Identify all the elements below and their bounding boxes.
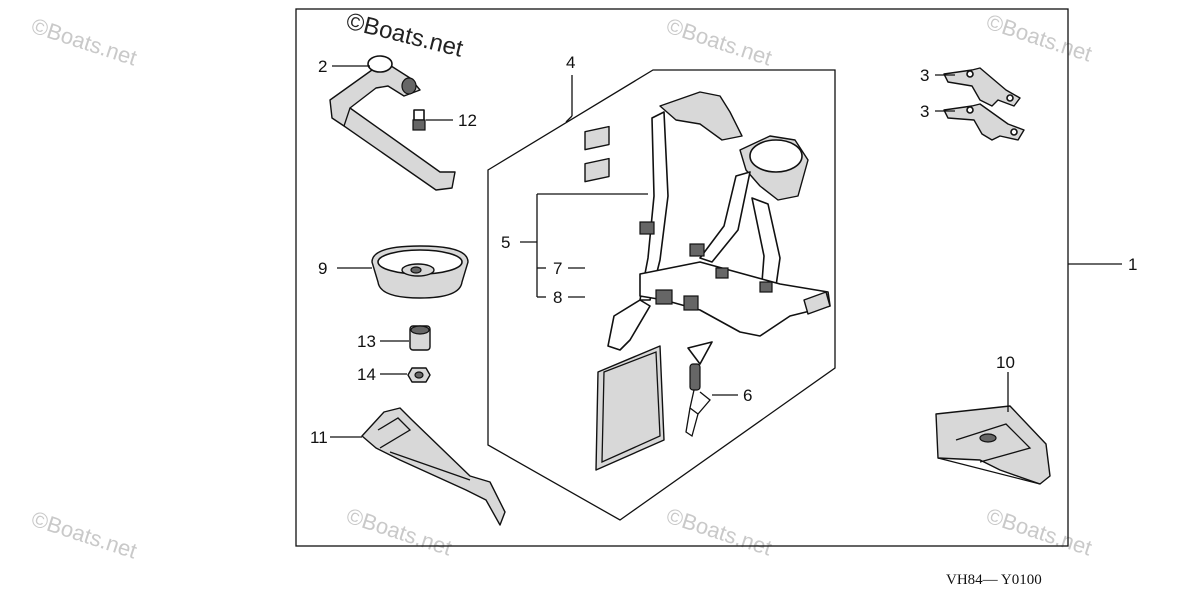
- main-watermark: ©Boats.net: [344, 8, 466, 63]
- svg-text:©Boats.net: ©Boats.net: [343, 503, 455, 561]
- callout-4: 4: [566, 53, 575, 72]
- drawing-code: VH84— Y0100: [946, 572, 1042, 588]
- svg-text:©Boats.net: ©Boats.net: [663, 13, 775, 71]
- svg-text:©Boats.net: ©Boats.net: [983, 503, 1095, 561]
- label-a-part: [584, 125, 610, 151]
- leader-4-tick: [565, 115, 573, 123]
- nut-part: [407, 367, 431, 383]
- callout-14: 14: [357, 365, 376, 384]
- callout-7: 7: [553, 259, 562, 278]
- svg-text:©Boats.net: ©Boats.net: [28, 506, 140, 564]
- callout-11: 11: [310, 428, 328, 447]
- hip-pad-part: [935, 405, 1051, 485]
- callout-12: 12: [458, 111, 477, 130]
- label-b-part: [584, 157, 610, 183]
- svg-text:©Boats.net: ©Boats.net: [663, 503, 775, 561]
- callout-13: 13: [357, 332, 376, 351]
- svg-text:©Boats.net: ©Boats.net: [983, 9, 1095, 67]
- strap-set-bracket: [520, 193, 648, 298]
- watermark-layer: ©Boats.net ©Boats.net ©Boats.net ©Boats.…: [28, 9, 1095, 564]
- callout-10: 10: [996, 353, 1015, 372]
- collar-nut-part: [409, 325, 431, 351]
- callout-1: 1: [1128, 255, 1137, 274]
- callout-2: 2: [318, 57, 327, 76]
- callout-5: 5: [501, 233, 510, 252]
- callout-9: 9: [318, 259, 327, 278]
- callout-3a: 3: [920, 66, 929, 85]
- callout-6: 6: [743, 386, 752, 405]
- shoulder-harness-part: [595, 91, 831, 471]
- wrench-handle-part: [329, 55, 456, 191]
- callout-8: 8: [553, 288, 562, 307]
- screw-part: [412, 109, 426, 131]
- kit-frame: [295, 8, 1069, 547]
- harness-box: [487, 69, 836, 521]
- strap-clip-part-2: [943, 103, 1025, 141]
- callout-3b: 3: [920, 102, 929, 121]
- hanger-hook-part: [685, 341, 713, 438]
- svg-text:©Boats.net: ©Boats.net: [28, 13, 140, 71]
- guard-cover-part: [361, 407, 506, 526]
- cap-washer-part: [371, 245, 469, 299]
- strap-clip-part-1: [943, 67, 1021, 107]
